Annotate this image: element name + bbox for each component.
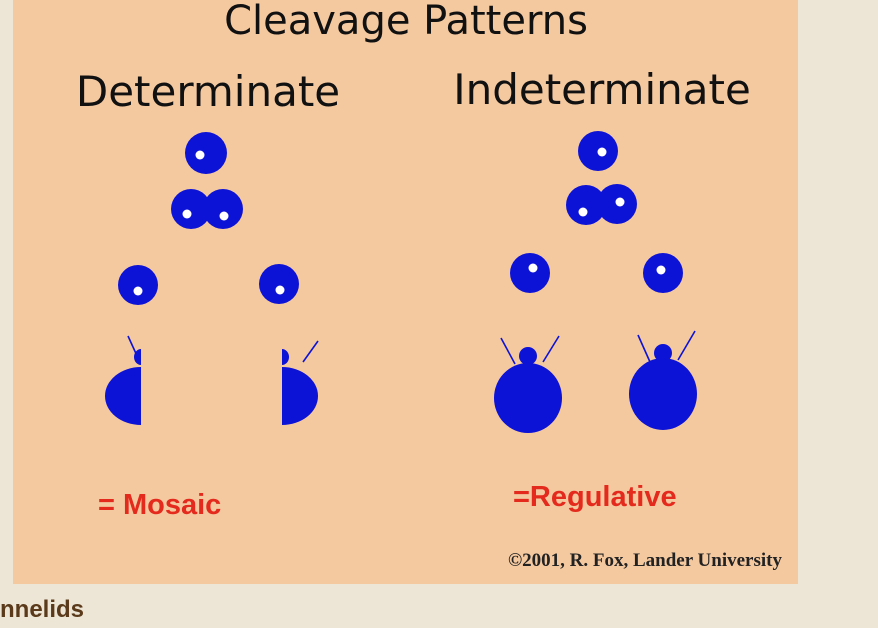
heading-indeterminate: Indeterminate: [453, 65, 751, 114]
heading-determinate: Determinate: [76, 67, 340, 116]
slide: Cleavage Patterns Determinate Indetermin…: [13, 0, 798, 584]
whole-embryo-right: [629, 330, 697, 430]
whole-embryo-left: [494, 335, 562, 433]
indeterminate-cleavage: [494, 131, 697, 433]
determinate-cleavage: [105, 132, 319, 425]
indeterminate-single-cell: [578, 131, 618, 171]
determinate-separated-blastomere-right: [259, 264, 299, 304]
page-caption: nnelids: [0, 596, 85, 623]
indeterminate-separated-blastomere-left: [510, 253, 550, 293]
cleavage-diagram: Cleavage Patterns Determinate Indetermin…: [76, 0, 783, 571]
label-mosaic: = Mosaic: [98, 489, 221, 521]
label-regulative: =Regulative: [513, 481, 677, 513]
determinate-single-cell: [185, 132, 227, 174]
indeterminate-separated-blastomere-right: [643, 253, 683, 293]
slide-title: Cleavage Patterns: [224, 0, 588, 44]
determinate-two-cell: [171, 189, 243, 229]
determinate-separated-blastomere-left: [118, 265, 158, 305]
half-embryo-left: [105, 335, 141, 425]
credit-line: ©2001, R. Fox, Lander University: [508, 550, 783, 571]
indeterminate-two-cell: [566, 184, 637, 225]
half-embryo-right: [282, 340, 319, 425]
